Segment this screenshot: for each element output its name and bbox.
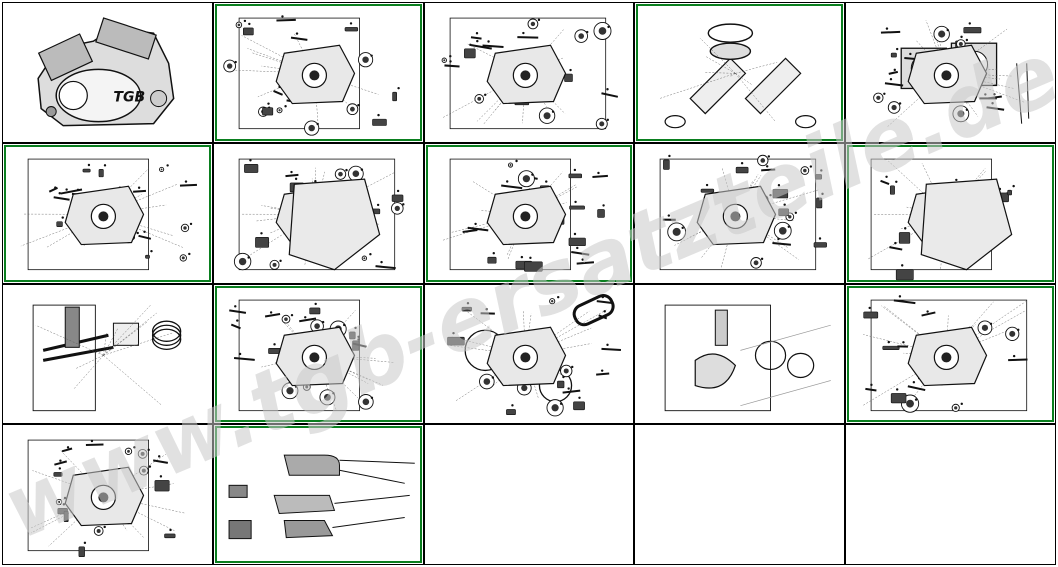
- exploded-parts-diagram: TGB: [37, 17, 175, 127]
- diagram-thumbnail-9[interactable]: [635, 143, 845, 283]
- diagram-thumbnail-5[interactable]: [846, 3, 1055, 142]
- exploded-parts-diagram: [446, 293, 621, 416]
- diagram-thumbnail-2[interactable]: [213, 3, 423, 142]
- exploded-parts-diagram: [659, 23, 817, 129]
- exploded-parts-diagram: [223, 15, 400, 136]
- diagram-thumbnail-8[interactable]: [424, 143, 634, 283]
- exploded-parts-diagram: [27, 439, 185, 558]
- diagram-thumbnail-17[interactable]: [213, 425, 423, 564]
- exploded-parts-diagram: [867, 158, 1016, 280]
- exploded-parts-diagram: [20, 158, 197, 270]
- exploded-parts-diagram: [228, 454, 415, 540]
- empty-cell: [635, 425, 845, 564]
- diagram-thumbnail-6[interactable]: [3, 143, 212, 283]
- empty-cell: [846, 425, 1055, 564]
- diagram-thumbnail-1[interactable]: TGB: [3, 3, 212, 142]
- diagram-thumbnail-4[interactable]: [635, 3, 845, 142]
- exploded-parts-diagram: [862, 294, 1028, 413]
- diagram-thumbnail-7[interactable]: [213, 143, 423, 283]
- tgb-logo: TGB: [113, 90, 145, 106]
- diagram-thumbnail-10[interactable]: [846, 143, 1055, 283]
- exploded-parts-diagram: [442, 158, 608, 272]
- exploded-parts-diagram: [228, 299, 394, 411]
- exploded-parts-diagram: [873, 20, 1030, 127]
- diagram-thumbnail-12[interactable]: [213, 284, 423, 424]
- diagram-thumbnail-3[interactable]: [424, 3, 634, 142]
- diagram-thumbnail-13[interactable]: [424, 284, 634, 424]
- exploded-parts-diagram: [665, 304, 832, 411]
- diagram-thumbnail-11[interactable]: [3, 284, 212, 424]
- exploded-parts-diagram: [441, 17, 618, 130]
- empty-cell: [424, 425, 634, 564]
- exploded-parts-diagram: [32, 303, 182, 411]
- diagram-thumbnail-15[interactable]: [846, 284, 1055, 424]
- exploded-parts-diagram: [233, 158, 405, 271]
- diagram-thumbnail-16[interactable]: [3, 425, 212, 564]
- diagram-thumbnail-14[interactable]: [635, 284, 845, 424]
- exploded-parts-diagram: [660, 154, 828, 270]
